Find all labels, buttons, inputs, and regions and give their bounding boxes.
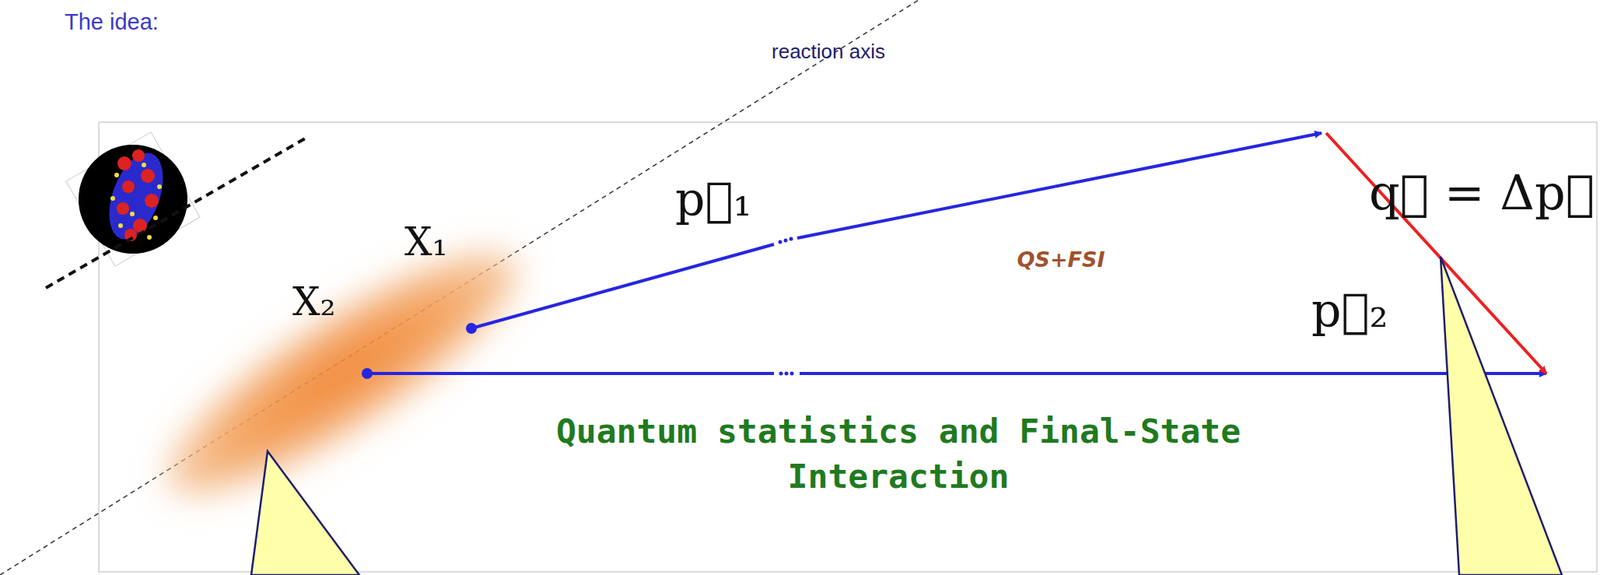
momentum-arrow-p1 — [465, 133, 1322, 334]
reaction-axis-line — [0, 0, 919, 575]
vector-label: p⃗₂ — [1311, 283, 1388, 338]
momentum-arrow-p2 — [361, 367, 1547, 379]
vector-label: p⃗₁ — [675, 172, 752, 227]
callout-spike — [251, 451, 360, 575]
vector-label: q⃗ = Δp⃗ — [1368, 164, 1595, 221]
nucleus-picture — [45, 132, 307, 288]
point-label: X₁ — [404, 220, 449, 266]
point-label: X₂ — [292, 280, 337, 326]
callout-spike — [1440, 256, 1562, 575]
slide-title: The idea: — [64, 9, 159, 36]
caption-text: Quantum statistics and Final-State Inter… — [525, 408, 1272, 499]
panel-frame — [98, 122, 1597, 572]
effect-label: QS+FSI — [1017, 247, 1106, 272]
axis-label: reaction axis — [771, 40, 886, 64]
